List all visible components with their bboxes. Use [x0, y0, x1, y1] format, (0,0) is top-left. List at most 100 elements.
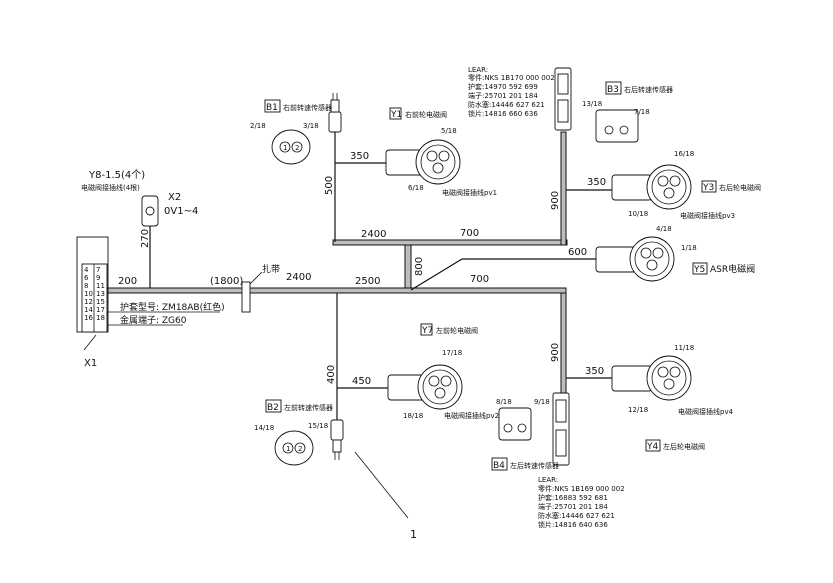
svg-text:端子:25701 201 184: 端子:25701 201 184	[468, 91, 538, 100]
y4-id: Y4	[646, 442, 658, 452]
b3-sensor-connector	[595, 109, 639, 143]
y1-pin-a: 5/18	[441, 127, 457, 135]
b1-pin-a: 2/18	[250, 122, 266, 130]
x1-pin: 18	[96, 314, 105, 322]
svg-text:防水塞:14446 627 621: 防水塞:14446 627 621	[538, 511, 615, 520]
upper-branch	[332, 239, 568, 246]
lear-top-spec: LEAR: 零件:NKS 1B170 000 002 护套:14970 592 …	[468, 66, 555, 118]
x1-pin: 17	[96, 306, 105, 314]
dim-700-upper: 700	[460, 228, 479, 239]
right-lower-stub	[560, 292, 567, 394]
y4-pin-a: 11/18	[674, 344, 694, 352]
b3-name: 右后转速传感器	[624, 85, 673, 94]
svg-text:锁片:14816 660 636: 锁片:14816 660 636	[468, 109, 538, 118]
y3-lead: 电磁阀接插线pv3	[680, 211, 735, 220]
y4-pin-b: 12/18	[628, 406, 648, 414]
y3-solenoid-connector	[611, 164, 692, 210]
x2-connector: 270 Y8-1.5(4个) 电磁阀接插线(4根) X2 0V1~4	[81, 169, 198, 288]
link-800	[404, 244, 412, 289]
dim-350-y3: 350	[587, 177, 606, 188]
x2-sub: 0V1~4	[164, 206, 198, 217]
b1-id: B1	[266, 103, 278, 113]
b2-pin-b: 15/18	[308, 422, 328, 430]
svg-text:1: 1	[283, 144, 287, 152]
y4-solenoid-connector	[611, 355, 692, 401]
b3-harness-connector	[554, 67, 572, 131]
dim-500: 500	[324, 176, 335, 195]
x1-pin: 10	[84, 290, 93, 298]
x1-pin: 8	[84, 282, 88, 290]
svg-text:防水塞:14446 627 621: 防水塞:14446 627 621	[468, 100, 545, 109]
dim-900-bottom: 900	[550, 343, 561, 362]
x1-connector: 4 7 6 9 8 11 10 13 12 15 14 17 16 18 X1	[76, 236, 109, 369]
x2-label: X2	[168, 192, 181, 203]
svg-text:LEAR:: LEAR:	[538, 476, 558, 484]
y4-name: 左后轮电磁阀	[663, 442, 705, 451]
b4-pin-a: 8/18	[496, 398, 512, 406]
y7-name: 左前轮电磁阀	[436, 326, 478, 335]
dim-350-y1: 350	[350, 151, 369, 162]
b2-pin-a: 14/18	[254, 424, 274, 432]
b4-sensor-connector	[498, 407, 532, 441]
y1-name: 右前轮电磁阀	[405, 110, 447, 119]
y7-lead: 电磁阀接插线pv2	[444, 411, 499, 420]
b4-name: 左后转速传感器	[510, 461, 559, 470]
y3-id: Y3	[702, 183, 714, 193]
x1-pin: 6	[84, 274, 89, 282]
y7-solenoid-connector	[387, 364, 463, 410]
dim-2400: 2400	[286, 272, 311, 283]
dim-2400-upper: 2400	[361, 229, 386, 240]
b3-pin-a: 13/18	[582, 100, 602, 108]
x1-pin: 16	[84, 314, 93, 322]
svg-text:零件:NKS 1B169 000 002: 零件:NKS 1B169 000 002	[538, 484, 625, 493]
y1-id: Y1	[390, 110, 402, 120]
y7-id: Y7	[421, 326, 433, 336]
svg-text:零件:NKS 1B170 000 002: 零件:NKS 1B170 000 002	[468, 73, 555, 82]
dim-400: 400	[326, 365, 337, 384]
dim-2500: 2500	[355, 276, 380, 287]
lear-bottom-spec: LEAR: 零件:NKS 1B169 000 002 护套:16883 592 …	[538, 476, 625, 529]
asr-label: ASR电磁阀	[710, 263, 755, 275]
y4-lead: 电磁阀接插线pv4	[678, 407, 734, 416]
y5-pin-b: 1/18	[681, 244, 697, 252]
b3-id: B3	[607, 85, 619, 95]
b4-harness-connector	[552, 392, 570, 466]
x1-pin: 12	[84, 298, 93, 306]
x1-pin: 11	[96, 282, 105, 290]
right-upper-stub	[560, 131, 567, 246]
b2-name: 左前转速传感器	[284, 403, 333, 412]
y5-pin-a: 4/18	[656, 225, 672, 233]
dim-270: 270	[140, 229, 151, 248]
y3-pin-b: 10/18	[628, 210, 648, 218]
jacket-label: 护套型号: ZM18AB(红色)	[120, 301, 225, 313]
b2-sensor-connector: 1 2	[274, 430, 314, 466]
x1-pin: 7	[96, 266, 100, 274]
y8-desc: 电磁阀接插线(4根)	[81, 183, 140, 192]
svg-text:护套:16883 592 681: 护套:16883 592 681	[538, 493, 608, 502]
b2-plug	[330, 419, 344, 460]
y1-pin-b: 6/18	[408, 184, 424, 192]
y3-name: 右后轮电磁阀	[719, 183, 761, 192]
cable-tie: 扎带	[241, 263, 280, 313]
svg-text:1: 1	[286, 445, 290, 453]
b4-pin-b: 9/18	[534, 398, 550, 406]
y8-label: Y8-1.5(4个)	[88, 169, 145, 181]
dim-350-y4: 350	[585, 366, 604, 377]
x1-pin: 14	[84, 306, 93, 314]
y5-id: Y5	[693, 265, 705, 275]
y1-lead: 电磁阀接插线pv1	[442, 188, 497, 197]
svg-text:2: 2	[298, 445, 302, 453]
x1-pin: 4	[84, 266, 89, 274]
b1-plug	[328, 93, 342, 133]
callout-leader	[354, 451, 409, 519]
x1-pin: 15	[96, 298, 105, 306]
svg-text:LEAR:: LEAR:	[468, 66, 488, 74]
b2-id: B2	[267, 403, 279, 413]
y7-pin-b: 18/18	[403, 412, 423, 420]
b4-id: B4	[493, 461, 505, 471]
svg-text:扎带: 扎带	[262, 263, 280, 275]
x1-pin: 9	[96, 274, 100, 282]
callout-number: 1	[410, 528, 417, 541]
svg-text:2: 2	[295, 144, 299, 152]
dim-450: 450	[352, 376, 371, 387]
